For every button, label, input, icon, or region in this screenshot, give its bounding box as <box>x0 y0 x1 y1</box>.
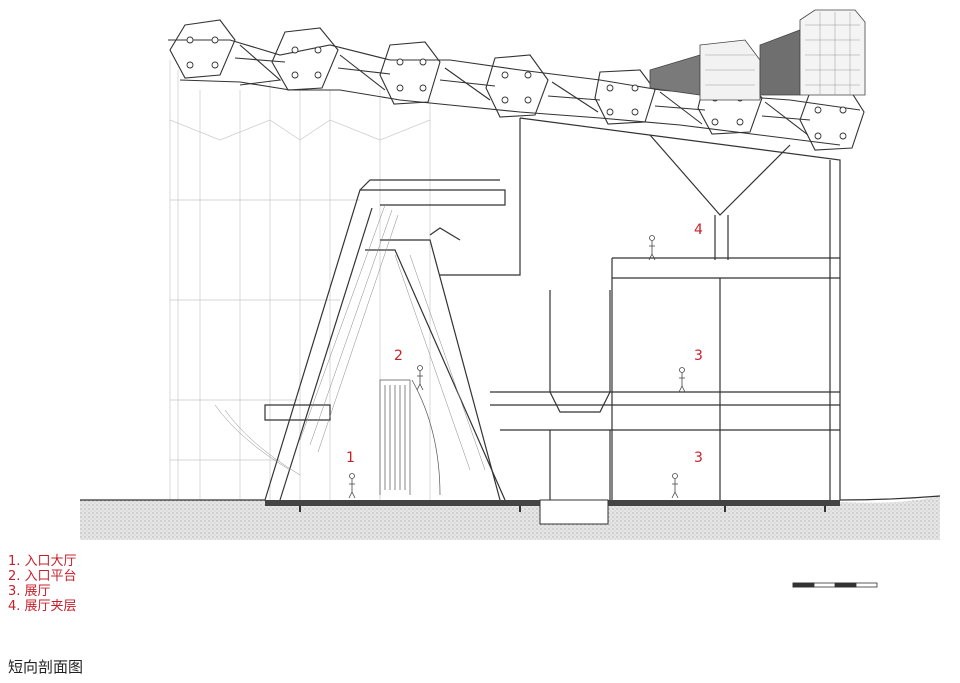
space-label-3-upper: 3 <box>694 348 703 364</box>
legend-item: 4. 展厅夹层 <box>8 599 77 614</box>
legend: 1. 入口大厅 2. 入口平台 3. 展厅 4. 展厅夹层 <box>8 554 77 614</box>
ground <box>80 495 941 540</box>
person-figure <box>348 473 356 499</box>
legend-item: 2. 入口平台 <box>8 569 77 584</box>
scale-bar <box>792 582 878 588</box>
drawing-caption: 短向剖面图 <box>8 658 84 676</box>
space-label-2: 2 <box>394 348 403 364</box>
space-label-1: 1 <box>346 450 355 466</box>
inclined-structure <box>264 179 506 501</box>
escalator <box>379 379 441 496</box>
person-figure <box>648 235 656 261</box>
person-figure <box>678 367 686 393</box>
legend-item: 1. 入口大厅 <box>8 554 77 569</box>
person-figure <box>416 365 424 391</box>
space-label-4: 4 <box>694 222 703 238</box>
legend-item: 3. 展厅 <box>8 584 51 599</box>
building-structure <box>440 117 841 525</box>
background-facade <box>169 60 431 500</box>
people-figures <box>348 235 686 499</box>
person-figure <box>671 473 679 499</box>
space-label-3-lower: 3 <box>694 450 703 466</box>
skylight-volumes <box>649 9 866 101</box>
ramp-hatching <box>214 204 486 476</box>
